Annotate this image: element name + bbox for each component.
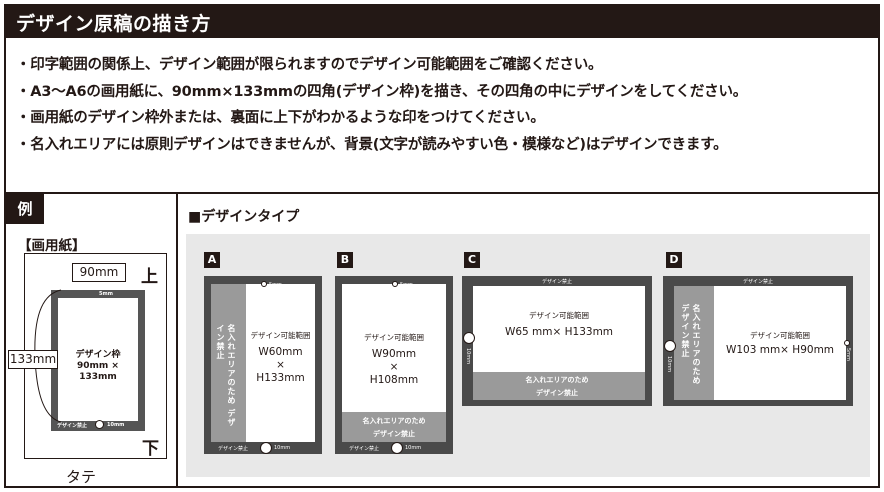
name-area-text: 名入れエリアのため デザイン禁止 — [680, 304, 702, 394]
side-margin-label: 10mm — [465, 348, 471, 365]
name-area — [342, 412, 446, 442]
design-area — [473, 286, 645, 372]
paper-title: 【画用紙】 — [18, 238, 86, 254]
design-area-label: デザイン可能範囲 — [364, 333, 424, 342]
side-margin-label: 10mm — [666, 356, 672, 373]
design-area-size: W90mm × H108mm — [342, 348, 446, 387]
frame-label-line-1: デザイン枠 — [75, 350, 121, 360]
size-line: W60mm — [258, 346, 303, 358]
size-line: H108mm — [369, 374, 419, 386]
name-text-1: 名入れエリアのため — [362, 417, 426, 425]
frame-label-line-2: 90mm × 133mm — [77, 361, 119, 382]
width-dimension-label: 90mm — [72, 263, 126, 282]
horizontal-divider — [6, 192, 878, 194]
name-area-text: 名入れエリアのため デザイン禁止 — [215, 324, 237, 434]
types-title: ■デザインタイプ — [188, 209, 300, 225]
design-area-label: デザイン可能範囲 — [529, 311, 589, 320]
hole-marker — [95, 420, 104, 429]
bottom-no-design-label: デザイン禁止 — [57, 423, 88, 429]
name-area — [473, 372, 645, 400]
type-letter-c: C — [464, 252, 480, 268]
design-frame-label: デザイン枠 90mm × 133mm — [58, 350, 138, 383]
paper-sheet: デザイン枠 90mm × 133mm 5mm デザイン禁止 10mm 上 下 — [24, 253, 167, 459]
bottom-no-design-label: デザイン禁止 — [218, 446, 249, 452]
name-text-2: デザイン禁止 — [373, 430, 415, 438]
design-area — [714, 286, 846, 400]
note-item: ・A3～A6の画用紙に、90mm×133mmの四角(デザイン枠)を描き、その四角… — [16, 83, 748, 100]
type-letter-b: B — [337, 252, 353, 268]
name-text-2: デザイン禁止 — [216, 324, 236, 427]
example-tag: 例 — [6, 194, 44, 224]
note-item: ・印字範囲の関係上、デザイン範囲が限られますのでデザイン可能範囲をご確認ください… — [16, 57, 603, 73]
name-text-1: 名入れエリアのため — [692, 304, 701, 385]
size-line: × — [389, 361, 399, 373]
hole-marker — [664, 340, 676, 352]
note-item: ・画用紙のデザイン枠外または、裏面に上下がわかるような印をつけてください。 — [16, 110, 545, 126]
design-frame-inner — [58, 298, 138, 421]
bottom-margin-label: 10mm — [274, 445, 291, 451]
design-area-size: W65 mm× H133mm — [504, 326, 614, 338]
design-area — [342, 284, 446, 412]
type-card-c: デザイン禁止 デザイン可能範囲 W65 mm× H133mm 名入れエリアのため… — [462, 276, 652, 406]
name-text-2: デザイン禁止 — [681, 304, 690, 358]
type-letter-d: D — [666, 252, 682, 268]
type-card-d: デザイン禁止 名入れエリアのため デザイン禁止 デザイン可能範囲 W103 mm… — [663, 276, 853, 406]
top-margin-label: 5mm — [99, 291, 113, 297]
name-text-1: 名入れエリアのため — [227, 324, 236, 405]
design-area-size: W60mm × H133mm — [246, 346, 315, 385]
right-margin-label: 5mm — [845, 348, 851, 361]
vertical-divider — [176, 194, 178, 486]
name-text-2: デザイン禁止 — [536, 389, 578, 397]
header-bar: デザイン原稿の描き方 — [6, 6, 878, 38]
bottom-margin-label: 10mm — [107, 422, 125, 428]
hole-marker — [463, 332, 475, 344]
design-area-size: W103 mm× H90mm — [725, 344, 835, 356]
top-no-design-label: デザイン禁止 — [743, 279, 774, 285]
design-area — [246, 284, 315, 442]
up-mark: 上 — [141, 267, 158, 287]
top-margin-label: 5mm — [400, 282, 413, 288]
hole-marker — [844, 340, 850, 346]
design-area-label: デザイン可能範囲 — [250, 331, 311, 340]
bottom-no-design-label: デザイン禁止 — [349, 446, 380, 452]
hole-marker — [392, 281, 398, 287]
design-area-label: デザイン可能範囲 — [750, 331, 810, 340]
height-dimension-label: 133mm — [8, 350, 58, 369]
top-no-design-label: デザイン禁止 — [542, 279, 573, 285]
hole-marker — [260, 442, 272, 454]
type-card-a: 名入れエリアのため デザイン禁止 デザイン可能範囲 W60mm × H133mm… — [204, 276, 322, 454]
name-area — [211, 284, 246, 442]
down-mark: 下 — [142, 439, 159, 459]
hole-marker — [261, 281, 267, 287]
bottom-margin-label: 10mm — [405, 445, 422, 451]
guide-frame: デザイン原稿の描き方 ・印字範囲の関係上、デザイン範囲が限られますのでデザイン可… — [4, 4, 880, 488]
type-card-b: 名入れエリアのため デザイン禁止 デザイン可能範囲 W90mm × H108mm… — [335, 276, 453, 454]
notes-list: ・印字範囲の関係上、デザイン範囲が限られますのでデザイン可能範囲をご確認ください… — [16, 52, 866, 158]
note-item: ・名入れエリアには原則デザインはできませんが、背景(文字が読みやすい色・模様など… — [16, 136, 728, 153]
name-text-1: 名入れエリアのため — [525, 376, 589, 384]
type-letter-a: A — [204, 252, 220, 268]
size-line: W90mm — [371, 348, 417, 360]
name-area — [674, 286, 714, 400]
size-line: × — [276, 359, 285, 371]
size-line: H133mm — [256, 372, 305, 384]
top-margin-label: 5mm — [269, 282, 282, 288]
orientation-label: タテ — [66, 468, 97, 486]
hole-marker — [391, 442, 403, 454]
page-title: デザイン原稿の描き方 — [16, 13, 212, 35]
